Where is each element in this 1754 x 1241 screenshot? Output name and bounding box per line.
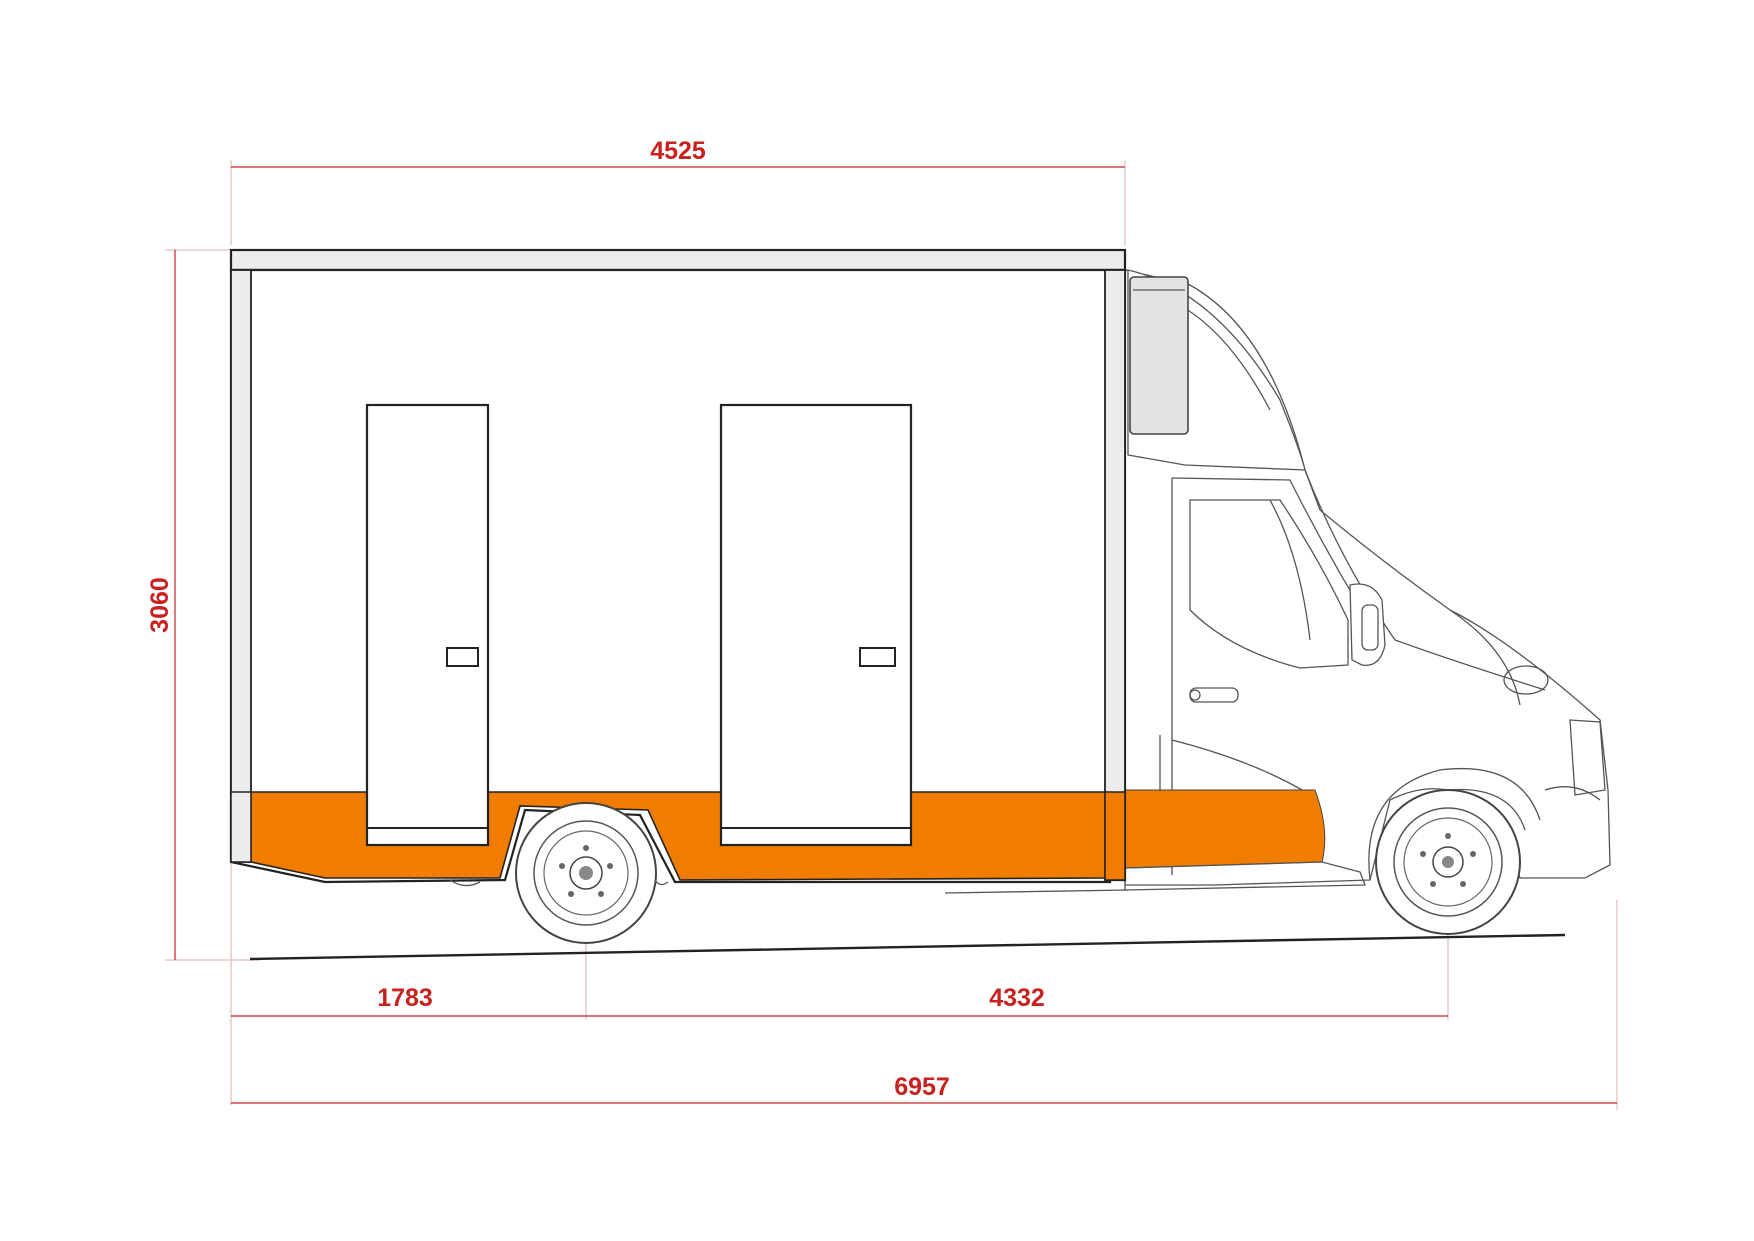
front-corner-post — [1104, 269, 1126, 881]
cargo-box — [229, 248, 1127, 884]
cab — [944, 269, 1611, 894]
dim-label-rear-overhang: 1783 — [377, 984, 433, 1012]
box-roof-trim — [229, 248, 1127, 272]
dim-label-wheelbase: 4332 — [989, 984, 1045, 1012]
refrigeration-unit — [1129, 276, 1189, 435]
dim-label-overall-length: 6957 — [894, 1073, 950, 1101]
ground-line — [249, 933, 1566, 961]
dimension-lines — [165, 160, 1618, 1110]
cab-accent-stripe — [1124, 789, 1326, 869]
side-door-right[interactable] — [719, 403, 913, 847]
door-handle-left[interactable] — [446, 647, 479, 667]
side-door-left[interactable] — [365, 403, 490, 847]
dim-label-body-length: 4525 — [650, 137, 706, 165]
front-wheel — [1375, 789, 1521, 935]
rear-wheel — [515, 802, 657, 944]
door-handle-right[interactable] — [859, 647, 896, 667]
box-side-panel — [229, 268, 1127, 884]
dim-label-overall-height: 3060 — [146, 577, 174, 633]
rear-corner-post — [230, 269, 252, 863]
